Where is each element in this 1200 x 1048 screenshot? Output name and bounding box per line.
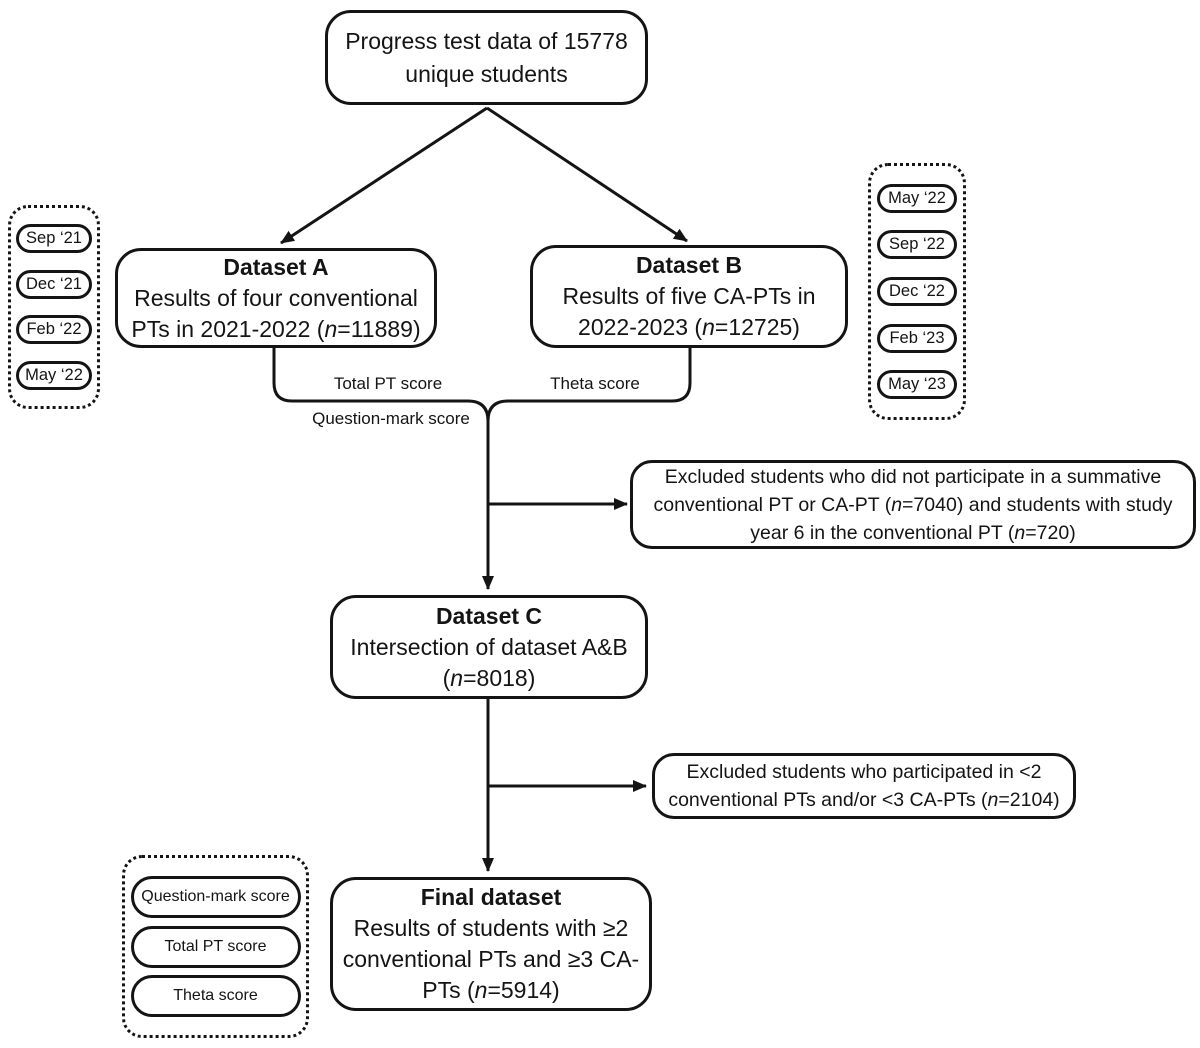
score-pill: Question-mark score bbox=[130, 875, 301, 918]
score-pill: Total PT score bbox=[130, 925, 301, 968]
edge-label-question-mark-score: Question-mark score bbox=[312, 409, 470, 428]
dataset-c-title: Dataset C bbox=[435, 602, 543, 629]
arrow-top-to-dataset-a bbox=[280, 106, 488, 245]
date-pill: Feb ‘22 bbox=[16, 315, 92, 345]
date-pill: May ‘22 bbox=[877, 183, 957, 213]
edge-label-theta-score: Theta score bbox=[550, 374, 640, 393]
exclusion-2-text: Excluded students who participated in <2… bbox=[668, 761, 1060, 811]
dataset-c-box: Dataset C Intersection of dataset A&B (n… bbox=[330, 595, 648, 699]
top-box: Progress test data of 15778 unique stude… bbox=[325, 10, 648, 105]
dataset-c-body: Intersection of dataset A&B (n=8018) bbox=[350, 633, 628, 691]
date-pill: Dec ‘21 bbox=[16, 269, 92, 299]
date-pill: Sep ‘22 bbox=[877, 230, 957, 260]
date-pill: Dec ‘22 bbox=[877, 276, 957, 306]
exclusion-1-text: Excluded students who did not participat… bbox=[653, 465, 1173, 544]
top-box-text: Progress test data of 15778 unique stude… bbox=[345, 27, 628, 87]
date-pill: May ‘22 bbox=[16, 360, 92, 390]
date-pill: Sep ‘21 bbox=[16, 224, 92, 254]
bottom-scores-group: Question-mark score Total PT score Theta… bbox=[122, 855, 309, 1038]
dataset-a-body: Results of four conventional PTs in 2021… bbox=[131, 284, 421, 342]
funnel-line-dataset-b bbox=[486, 347, 692, 422]
date-pill: Feb ‘23 bbox=[877, 323, 957, 353]
final-dataset-box: Final dataset Results of students with ≥… bbox=[330, 877, 652, 1011]
final-dataset-title: Final dataset bbox=[420, 884, 562, 910]
exclusion-box-1: Excluded students who did not participat… bbox=[630, 460, 1196, 549]
dataset-b-body: Results of five CA-PTs in 2022-2023 (n=1… bbox=[562, 283, 816, 340]
date-pill: May ‘23 bbox=[877, 370, 957, 400]
dataset-a-title: Dataset A bbox=[223, 253, 329, 280]
funnel-line-dataset-a bbox=[272, 347, 490, 422]
right-dates-group: May ‘22 Sep ‘22 Dec ‘22 Feb ‘23 May ‘23 bbox=[868, 163, 966, 420]
dataset-b-title: Dataset B bbox=[635, 252, 743, 278]
final-dataset-body: Results of students with ≥2 conventional… bbox=[342, 915, 640, 1003]
arrow-top-to-dataset-b bbox=[486, 106, 688, 243]
dataset-a-box: Dataset A Results of four conventional P… bbox=[115, 248, 437, 348]
left-dates-group: Sep ‘21 Dec ‘21 Feb ‘22 May ‘22 bbox=[8, 205, 100, 409]
score-pill: Theta score bbox=[130, 975, 301, 1018]
exclusion-box-2: Excluded students who participated in <2… bbox=[652, 753, 1076, 819]
dataset-b-box: Dataset B Results of five CA-PTs in 2022… bbox=[530, 245, 848, 348]
edge-label-total-pt-score: Total PT score bbox=[333, 374, 443, 393]
